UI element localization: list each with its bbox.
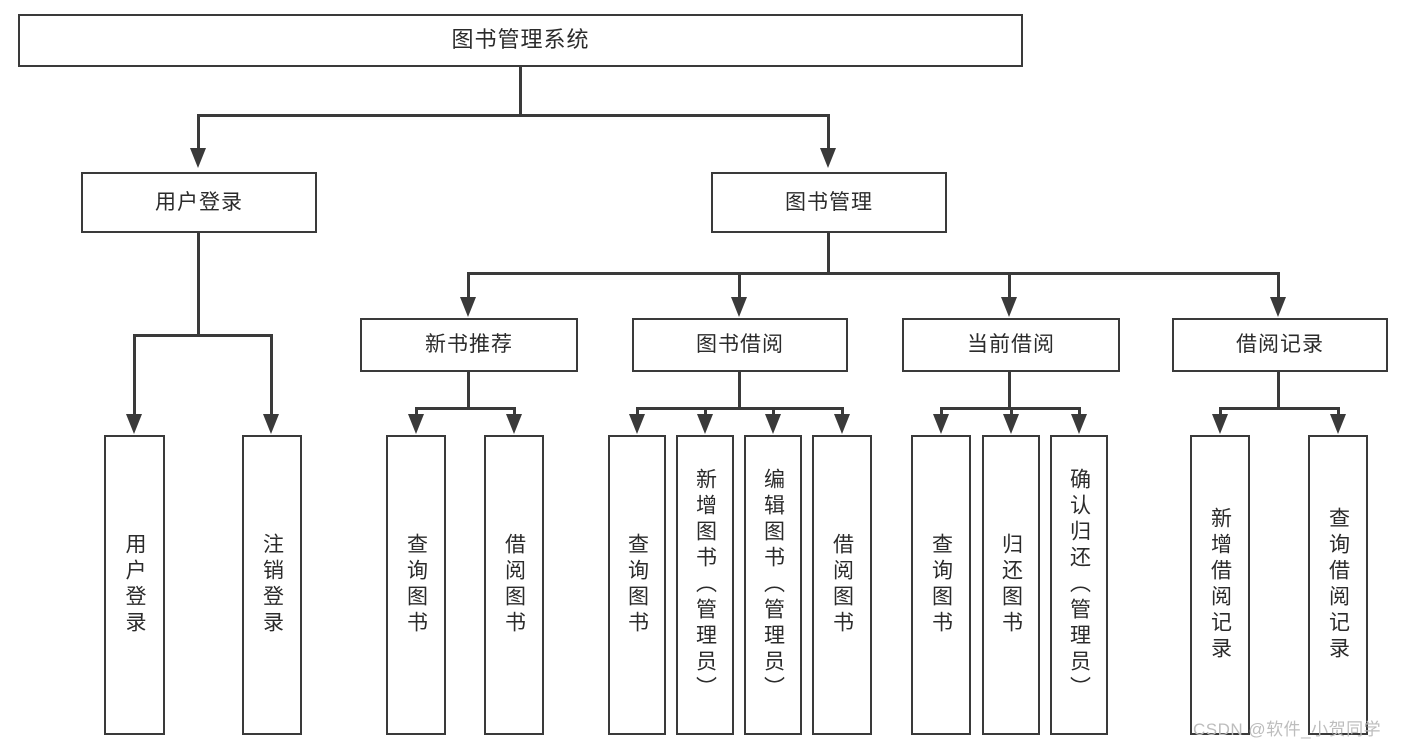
- node-book-borrow[interactable]: 图书借阅: [632, 318, 848, 372]
- connector-record-stem: [1277, 372, 1280, 408]
- connector-current-c2: [1010, 407, 1013, 419]
- leaf-label: 查询图书: [625, 533, 649, 637]
- node-borrow-record[interactable]: 借阅记录: [1172, 318, 1388, 372]
- connector-record-c2: [1337, 407, 1340, 419]
- arrow-new-book-c1: [408, 414, 424, 434]
- connector-root-stem: [519, 67, 522, 115]
- connector-current-bus: [940, 407, 1079, 410]
- arrow-borrow-c3: [765, 414, 781, 434]
- node-book-management[interactable]: 图书管理: [711, 172, 947, 233]
- leaf-user-login[interactable]: 用户登录: [104, 435, 165, 735]
- arrow-current-c3: [1071, 414, 1087, 434]
- connector-borrow-c3: [772, 407, 775, 419]
- arrow-user-login-c1: [126, 414, 142, 434]
- leaf-label: 注销登录: [260, 533, 284, 637]
- leaf-label: 归还图书: [999, 533, 1023, 637]
- connector-book-mgmt-c1: [467, 272, 470, 298]
- arrow-record-c1: [1212, 414, 1228, 434]
- connector-new-book-stem: [467, 372, 470, 408]
- arrow-borrow-c1: [629, 414, 645, 434]
- connector-book-mgmt-c2: [738, 272, 741, 298]
- leaf-label: 新增借阅记录: [1208, 507, 1232, 663]
- node-current-borrow[interactable]: 当前借阅: [902, 318, 1120, 372]
- leaf-query-borrow-record[interactable]: 查询借阅记录: [1308, 435, 1368, 735]
- leaf-label: 查询借阅记录: [1326, 507, 1350, 663]
- arrow-book-mgmt-c1: [460, 297, 476, 317]
- leaf-label: 借阅图书: [502, 533, 526, 637]
- arrow-root-to-user-login: [190, 148, 206, 168]
- connector-new-book-bus: [415, 407, 515, 410]
- leaf-borrow-book[interactable]: 借阅图书: [812, 435, 872, 735]
- arrow-borrow-c2: [697, 414, 713, 434]
- connector-current-c1: [940, 407, 943, 419]
- arrow-book-mgmt-c4: [1270, 297, 1286, 317]
- connector-book-mgmt-c4: [1277, 272, 1280, 298]
- connector-current-stem: [1008, 372, 1011, 408]
- leaf-label: 查询图书: [929, 533, 953, 637]
- connector-book-mgmt-c3: [1008, 272, 1011, 298]
- arrow-new-book-c2: [506, 414, 522, 434]
- connector-root-to-book-mgmt: [827, 114, 830, 148]
- connector-root-bus: [197, 114, 829, 117]
- leaf-logout[interactable]: 注销登录: [242, 435, 302, 735]
- leaf-edit-book-admin[interactable]: 编辑图书（管理员）: [744, 435, 802, 735]
- connector-record-bus: [1219, 407, 1338, 410]
- leaf-label: 编辑图书（管理员）: [761, 468, 785, 702]
- leaf-label: 用户登录: [123, 533, 146, 637]
- node-user-login[interactable]: 用户登录: [81, 172, 317, 233]
- leaf-label: 查询图书: [404, 533, 428, 637]
- connector-new-book-c1: [415, 407, 418, 419]
- connector-borrow-stem: [738, 372, 741, 408]
- connector-book-mgmt-bus: [467, 272, 1278, 275]
- arrow-current-c2: [1003, 414, 1019, 434]
- leaf-return-book[interactable]: 归还图书: [982, 435, 1040, 735]
- connector-book-mgmt-stem: [827, 233, 830, 273]
- connector-borrow-bus: [636, 407, 843, 410]
- node-root-system[interactable]: 图书管理系统: [18, 14, 1023, 67]
- connector-borrow-c1: [636, 407, 639, 419]
- connector-user-login-c1: [133, 334, 136, 414]
- connector-borrow-c4: [841, 407, 844, 419]
- connector-new-book-c2: [513, 407, 516, 419]
- connector-current-c3: [1078, 407, 1081, 419]
- arrow-book-mgmt-c3: [1001, 297, 1017, 317]
- arrow-root-to-book-mgmt: [820, 148, 836, 168]
- leaf-borrow-book-recommend[interactable]: 借阅图书: [484, 435, 544, 735]
- leaf-add-borrow-record[interactable]: 新增借阅记录: [1190, 435, 1250, 735]
- arrow-book-mgmt-c2: [731, 297, 747, 317]
- leaf-label: 借阅图书: [830, 533, 854, 637]
- leaf-add-book-admin[interactable]: 新增图书（管理员）: [676, 435, 734, 735]
- leaf-query-book-borrow[interactable]: 查询图书: [608, 435, 666, 735]
- leaf-label: 确认归还（管理员）: [1067, 468, 1091, 702]
- arrow-borrow-c4: [834, 414, 850, 434]
- connector-user-login-c2: [270, 334, 273, 414]
- arrow-current-c1: [933, 414, 949, 434]
- connector-user-login-bus: [133, 334, 272, 337]
- arrow-record-c2: [1330, 414, 1346, 434]
- leaf-label: 新增图书（管理员）: [693, 468, 717, 702]
- node-new-book-recommend[interactable]: 新书推荐: [360, 318, 578, 372]
- csdn-watermark: CSDN @软件_小贺同学: [1193, 720, 1382, 739]
- connector-user-login-stem: [197, 233, 200, 335]
- arrow-user-login-c2: [263, 414, 279, 434]
- leaf-confirm-return-admin[interactable]: 确认归还（管理员）: [1050, 435, 1108, 735]
- leaf-query-book-current[interactable]: 查询图书: [911, 435, 971, 735]
- leaf-query-book-recommend[interactable]: 查询图书: [386, 435, 446, 735]
- connector-root-to-user-login: [197, 114, 200, 148]
- connector-borrow-c2: [704, 407, 707, 419]
- connector-record-c1: [1219, 407, 1222, 419]
